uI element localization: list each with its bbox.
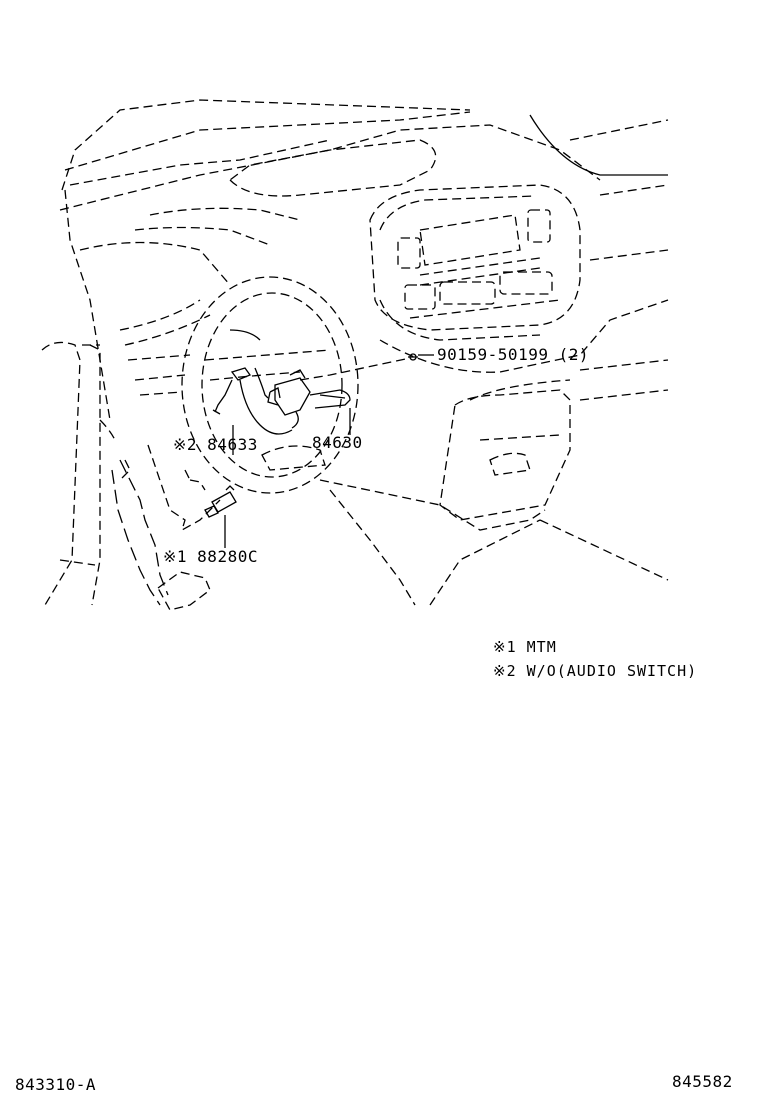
- upper-dashboard-outline: [59, 99, 669, 246]
- dashboard-body: [64, 184, 669, 606]
- legend-item-mtm: ※1 MTM: [493, 638, 557, 656]
- combination-switch-84630: [269, 369, 351, 429]
- callout-switch-84630: 84630: [312, 433, 363, 452]
- callout-switch-88280c: ※1 88280C: [163, 547, 258, 566]
- steering-column: [41, 341, 116, 606]
- bolt-90159-50199: [299, 353, 418, 381]
- leader-lines: [224, 354, 434, 548]
- footer-right-code: 845582: [672, 1072, 733, 1091]
- steering-wheel: [181, 276, 359, 494]
- footer-left-code: 843310-A: [15, 1075, 97, 1094]
- callout-bolt-90159-50199: 90159-50199 (2): [437, 345, 589, 364]
- stop-lamp-switch-88280c: [204, 485, 237, 518]
- center-console: [397, 209, 561, 319]
- clutch-pedal-assembly: [111, 444, 221, 611]
- switch-84633: [212, 367, 293, 435]
- legend-item-audio-switch: ※2 W/O(AUDIO SWITCH): [493, 662, 698, 680]
- callout-switch-84633: ※2 84633: [173, 435, 258, 454]
